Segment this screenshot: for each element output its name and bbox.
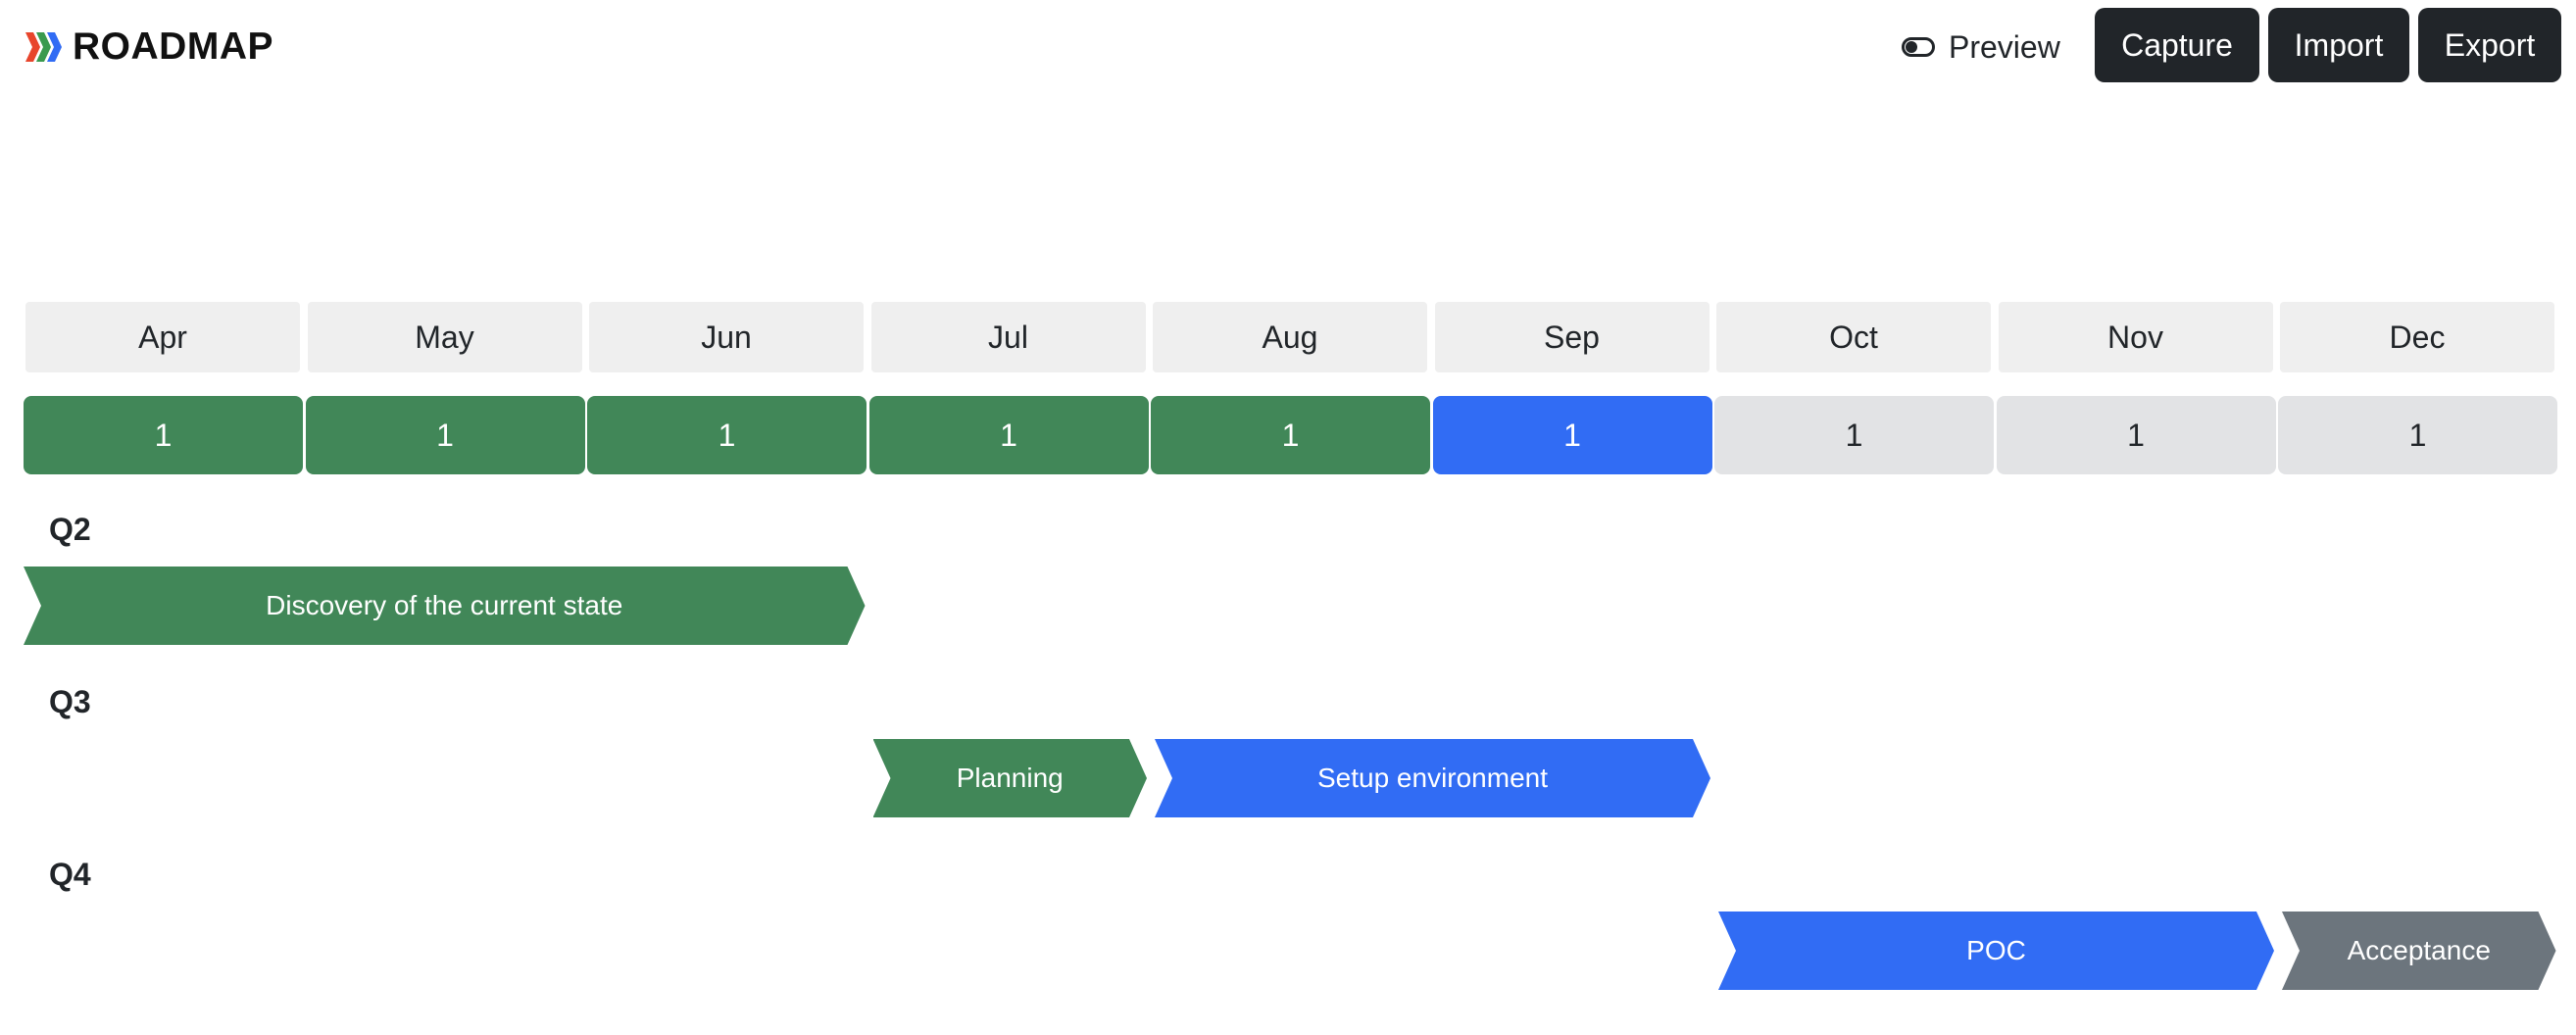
month-header-apr: Apr xyxy=(25,302,300,372)
month-header-oct: Oct xyxy=(1716,302,1991,372)
task-bar-setup-environment[interactable]: Setup environment xyxy=(1155,739,1710,817)
month-count-jul[interactable]: 1 xyxy=(868,396,1149,474)
task-bar-label: Setup environment xyxy=(1316,763,1549,793)
preview-label: Preview xyxy=(1949,28,2060,65)
month-count-may[interactable]: 1 xyxy=(305,396,585,474)
month-header-jun: Jun xyxy=(589,302,864,372)
month-count-apr[interactable]: 1 xyxy=(24,396,303,474)
month-count-sep[interactable]: 1 xyxy=(1432,396,1712,474)
month-count-oct[interactable]: 1 xyxy=(1714,396,1994,474)
month-count-jun[interactable]: 1 xyxy=(587,396,867,474)
import-button[interactable]: Import xyxy=(2268,8,2409,82)
roadmap-logo-icon xyxy=(25,32,62,62)
toggle-switch-icon[interactable] xyxy=(1902,37,1935,57)
export-button[interactable]: Export xyxy=(2418,8,2561,82)
month-count-dec[interactable]: 1 xyxy=(2278,396,2557,474)
app-logo[interactable]: ROADMAP xyxy=(24,24,273,71)
task-bar-acceptance[interactable]: Acceptance xyxy=(2282,912,2556,990)
month-header-aug: Aug xyxy=(1153,302,1427,372)
task-bar-poc[interactable]: POC xyxy=(1718,912,2274,990)
task-bar-label: Planning xyxy=(956,763,1064,793)
quarter-label-q3: Q3 xyxy=(49,684,91,719)
month-header-nov: Nov xyxy=(1998,302,2273,372)
app-header: ROADMAP Preview Capture Import Export xyxy=(0,0,2576,94)
task-bar-discovery-of-the-current-state[interactable]: Discovery of the current state xyxy=(24,567,866,645)
quarter-label-q4: Q4 xyxy=(49,857,91,892)
month-count-aug[interactable]: 1 xyxy=(1151,396,1430,474)
task-bar-label: Acceptance xyxy=(2347,935,2491,965)
month-header-dec: Dec xyxy=(2280,302,2554,372)
quarter-label-q2: Q2 xyxy=(49,512,91,547)
month-header-sep: Sep xyxy=(1434,302,1709,372)
month-header-may: May xyxy=(307,302,582,372)
app-title: ROADMAP xyxy=(73,25,273,68)
task-bar-planning[interactable]: Planning xyxy=(873,739,1148,817)
preview-toggle[interactable]: Preview xyxy=(1902,24,2060,71)
month-count-nov[interactable]: 1 xyxy=(1996,396,2276,474)
task-bar-label: POC xyxy=(1966,935,2026,965)
task-bar-label: Discovery of the current state xyxy=(266,590,623,620)
capture-button[interactable]: Capture xyxy=(2095,8,2259,82)
month-header-jul: Jul xyxy=(870,302,1146,372)
